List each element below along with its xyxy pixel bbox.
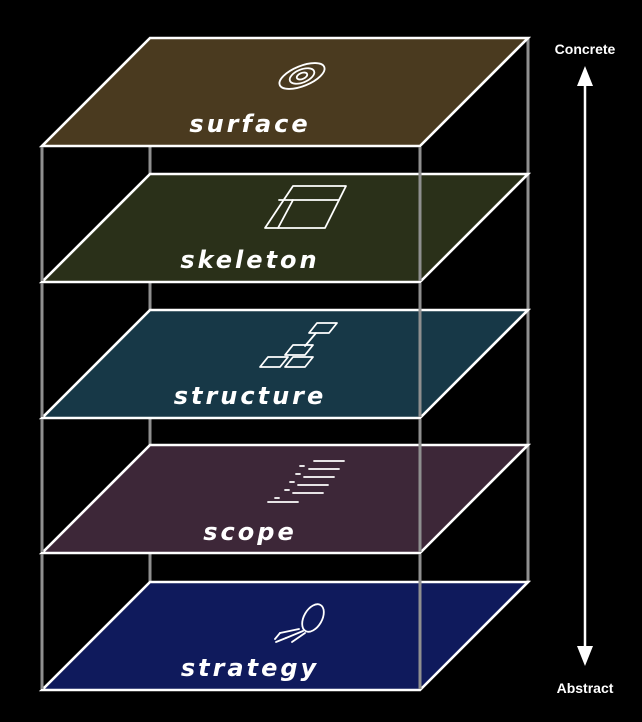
layer-strategy: strategy bbox=[38, 580, 532, 692]
layer-label-skeleton: skeleton bbox=[180, 246, 319, 274]
wireframe-icon bbox=[264, 185, 347, 229]
plane-surface bbox=[38, 36, 532, 148]
axis-label-concrete: Concrete bbox=[555, 41, 616, 57]
layer-label-strategy: strategy bbox=[181, 654, 319, 682]
layer-scope: scope bbox=[38, 443, 532, 555]
layer-label-structure: structure bbox=[174, 382, 327, 410]
double-headed-arrow bbox=[577, 66, 593, 666]
plane-scope bbox=[38, 443, 532, 555]
plane-strategy bbox=[38, 580, 532, 692]
frame-front bbox=[40, 147, 422, 689]
layer-surface: surface bbox=[38, 36, 532, 148]
axis-label-abstract: Abstract bbox=[557, 680, 614, 696]
plane-structure bbox=[38, 308, 532, 420]
lightbulb-icon bbox=[274, 603, 325, 643]
layer-skeleton: skeleton bbox=[38, 172, 532, 284]
layer-structure: structure bbox=[38, 308, 532, 420]
list-icon bbox=[267, 460, 345, 503]
layer-label-scope: scope bbox=[203, 518, 296, 546]
abstraction-axis: Concrete Abstract bbox=[555, 41, 616, 696]
sitemap-icon bbox=[259, 322, 338, 368]
layer-label-surface: surface bbox=[189, 110, 310, 138]
eye-icon bbox=[278, 62, 326, 90]
